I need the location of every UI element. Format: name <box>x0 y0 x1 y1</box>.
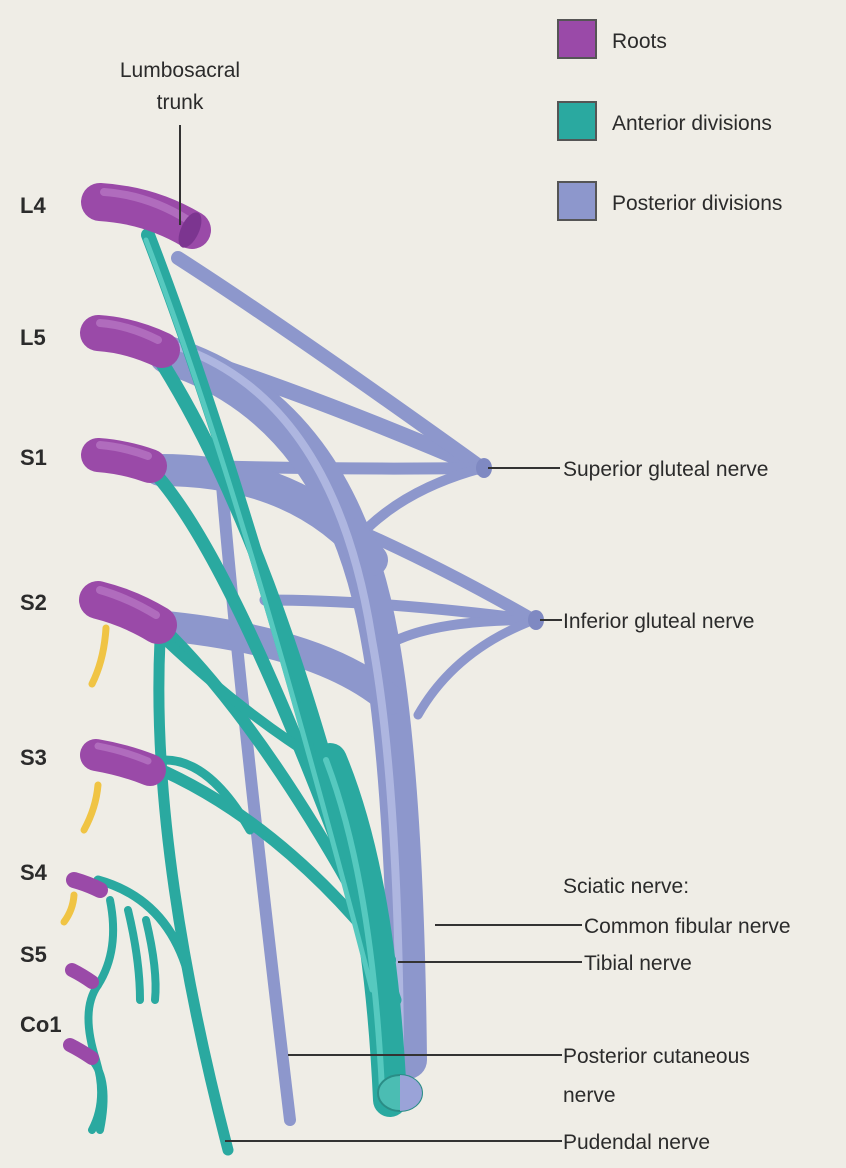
segment-label-l4: L4 <box>20 193 46 218</box>
segment-label-co1: Co1 <box>20 1012 62 1037</box>
label-lumbosacral-line2: trunk <box>157 91 204 114</box>
segment-labels: L4 L5 S1 S2 S3 S4 S5 Co1 <box>20 193 62 1037</box>
legend-swatch-posterior <box>558 182 596 220</box>
label-posterior-cutaneous-line2: nerve <box>563 1084 616 1107</box>
segment-label-s3: S3 <box>20 745 47 770</box>
segment-label-s4: S4 <box>20 860 48 885</box>
label-sciatic: Sciatic nerve: <box>563 875 689 898</box>
legend-label-posterior: Posterior divisions <box>612 192 782 215</box>
segment-label-l5: L5 <box>20 325 46 350</box>
label-common-fibular: Common fibular nerve <box>584 915 791 938</box>
sciatic-cut-end <box>378 1075 422 1111</box>
label-tibial: Tibial nerve <box>584 952 692 975</box>
segment-label-s1: S1 <box>20 445 47 470</box>
legend-swatch-anterior <box>558 102 596 140</box>
legend: Roots Anterior divisions Posterior divis… <box>558 20 782 220</box>
label-posterior-cutaneous-line1: Posterior cutaneous <box>563 1045 750 1068</box>
segment-label-s2: S2 <box>20 590 47 615</box>
label-pudendal: Pudendal nerve <box>563 1131 710 1154</box>
legend-swatch-roots <box>558 20 596 58</box>
label-lumbosacral-line1: Lumbosacral <box>120 59 240 82</box>
legend-label-anterior: Anterior divisions <box>612 112 772 135</box>
segment-label-s5: S5 <box>20 942 47 967</box>
legend-label-roots: Roots <box>612 30 667 53</box>
label-superior-gluteal: Superior gluteal nerve <box>563 458 768 481</box>
label-inferior-gluteal: Inferior gluteal nerve <box>563 610 754 633</box>
